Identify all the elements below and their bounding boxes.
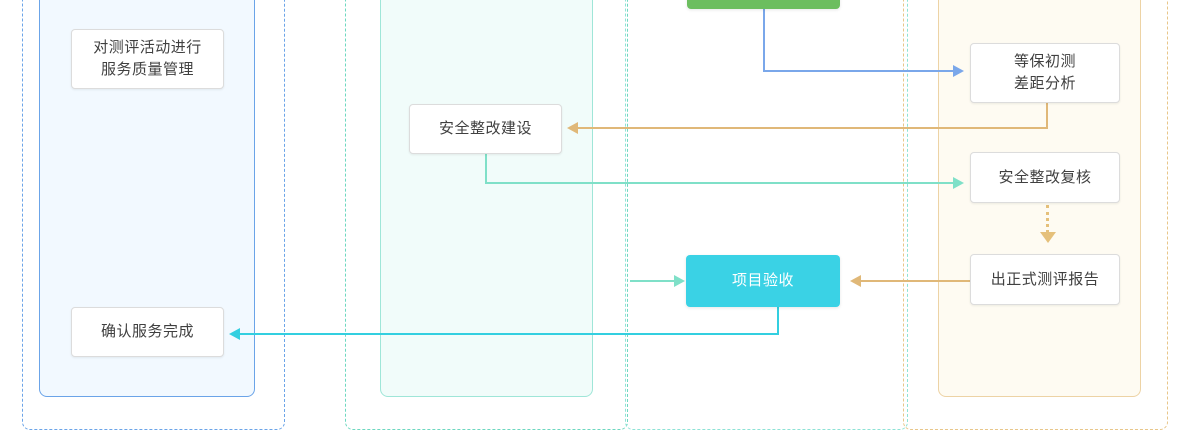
node-service-quality-management[interactable]: 对测评活动进行 服务质量管理 xyxy=(71,29,224,89)
node-initial-evaluation-gap-analysis[interactable]: 等保初测 差距分析 xyxy=(970,43,1120,103)
lane-outer-evaluation xyxy=(903,0,1168,430)
lane-outer-acceptance xyxy=(625,0,908,430)
connector-report-to-acceptance-horizontal xyxy=(861,280,970,282)
connector-report-to-acceptance-arrowhead xyxy=(850,275,861,287)
connector-gap-to-rectification-arrowhead xyxy=(567,122,578,134)
lane-outer-rectification xyxy=(345,0,628,430)
lane-outer-service-quality xyxy=(22,0,285,430)
connector-rectification-to-review-horizontal xyxy=(485,182,953,184)
connector-acceptance-to-confirm-arrowhead xyxy=(229,328,240,340)
connector-gap-to-rectification-vertical xyxy=(1046,103,1048,129)
connector-acceptance-to-confirm-vertical xyxy=(777,307,779,335)
connector-green-to-gap-arrowhead xyxy=(953,65,964,77)
node-issue-formal-evaluation-report[interactable]: 出正式测评报告 xyxy=(970,254,1120,305)
node-security-rectification-construction[interactable]: 安全整改建设 xyxy=(409,104,562,154)
connector-mint-into-acceptance-arrowhead xyxy=(674,275,685,287)
connector-review-to-report-dotted xyxy=(1046,205,1049,233)
node-security-rectification-review[interactable]: 安全整改复核 xyxy=(970,152,1120,203)
connector-green-to-gap-vertical xyxy=(763,9,765,71)
connector-green-to-gap-horizontal xyxy=(763,70,953,72)
connector-gap-to-rectification-horizontal xyxy=(578,127,1048,129)
connector-rectification-to-review-vertical xyxy=(485,154,487,184)
connector-mint-into-acceptance-horizontal xyxy=(630,280,674,282)
connector-review-to-report-arrowhead xyxy=(1040,232,1056,243)
node-confirm-service-complete[interactable]: 确认服务完成 xyxy=(71,307,224,357)
lane-inner-rectification xyxy=(380,0,593,397)
node-project-acceptance[interactable]: 项目验收 xyxy=(686,255,840,307)
connector-acceptance-to-confirm-horizontal xyxy=(240,333,779,335)
node-green-top-partial[interactable] xyxy=(687,0,840,9)
connector-rectification-to-review-arrowhead xyxy=(953,177,964,189)
